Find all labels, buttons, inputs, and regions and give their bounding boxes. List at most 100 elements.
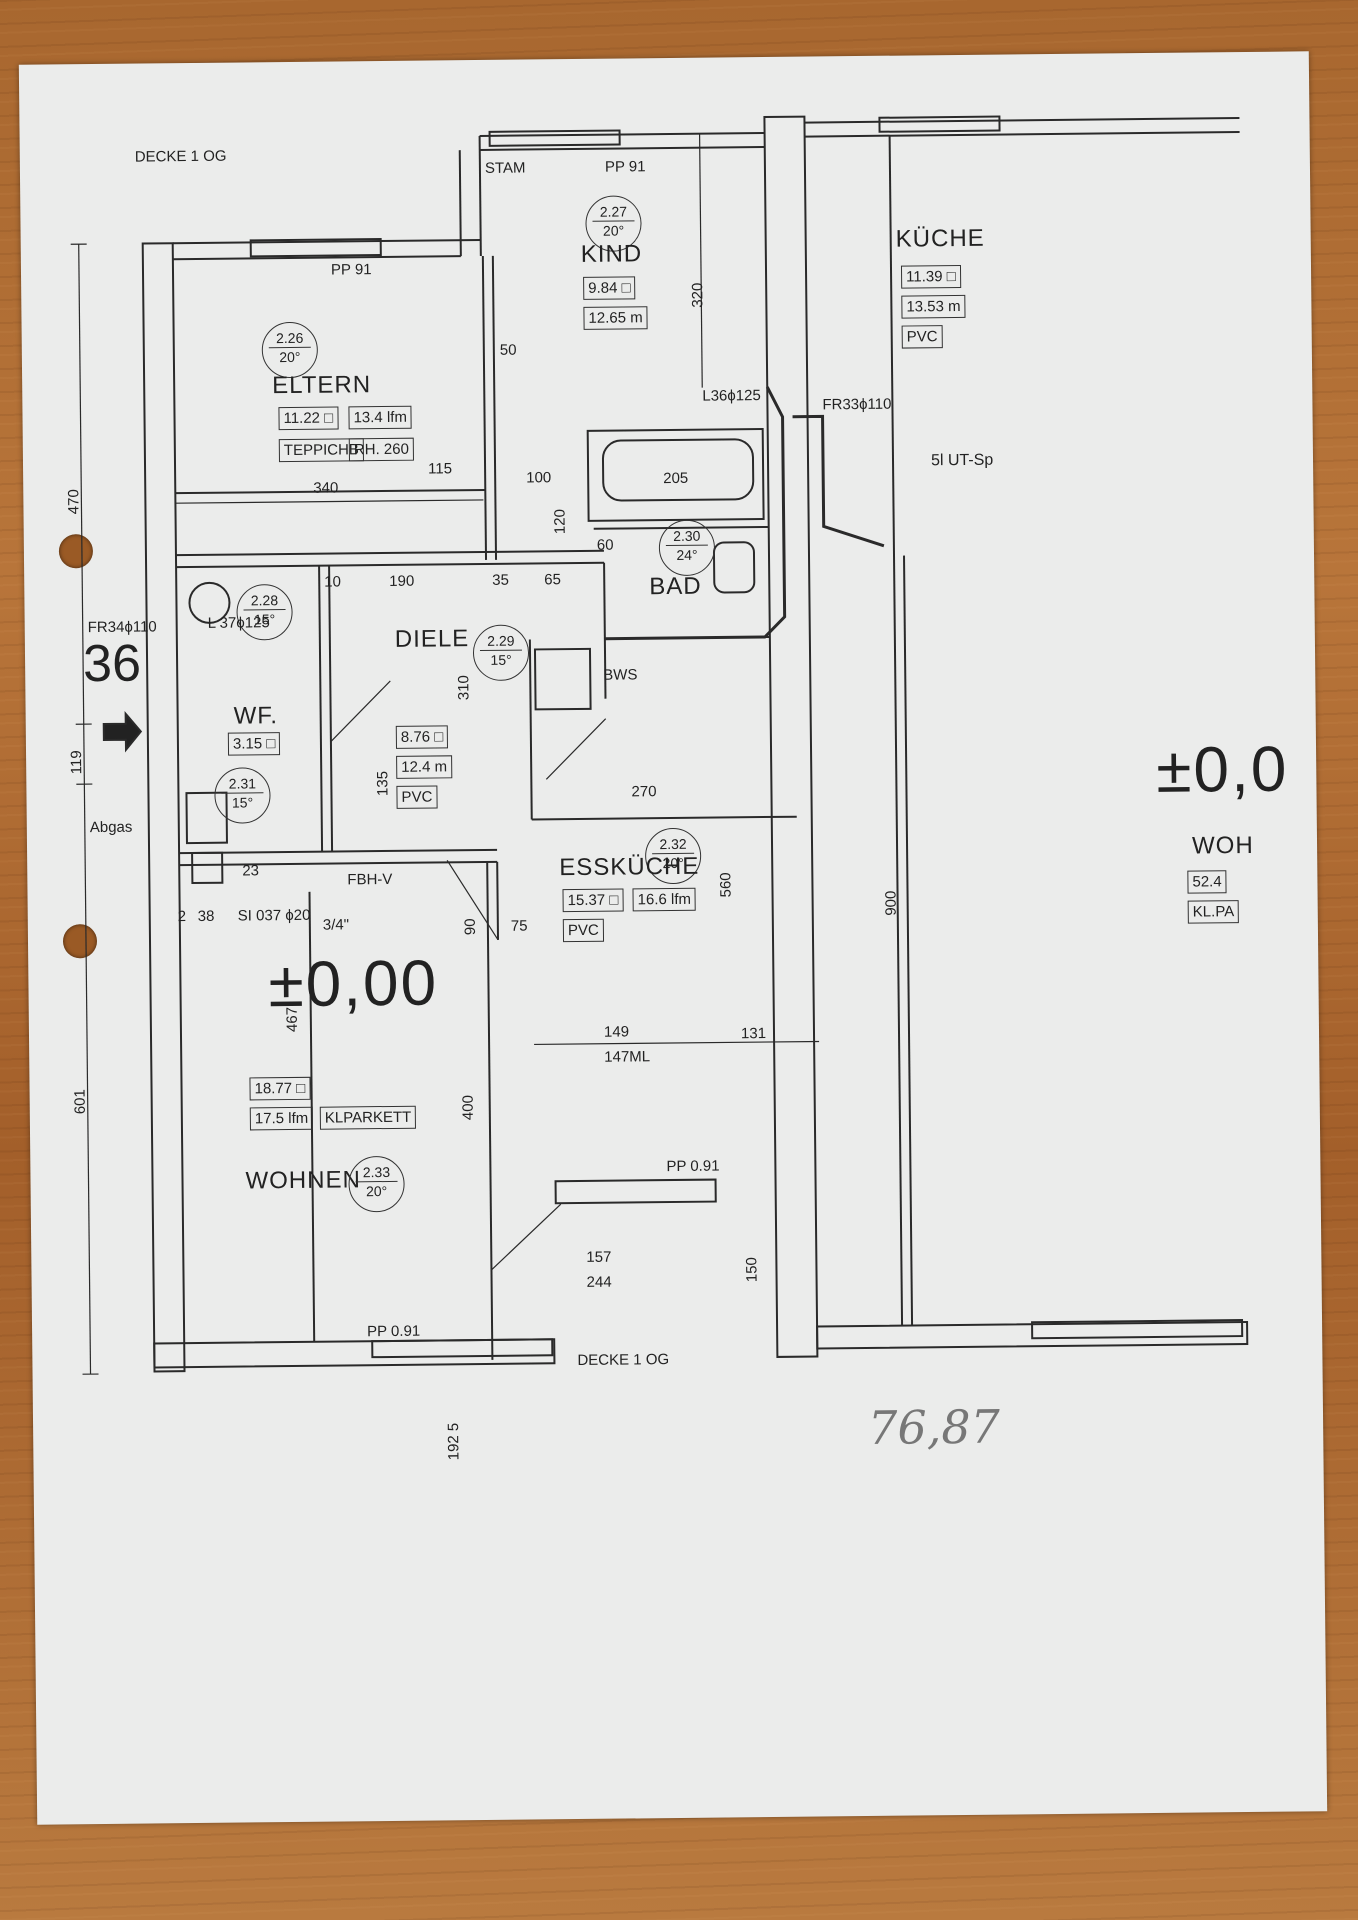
dim-157: 157 [586, 1248, 612, 1266]
dim-23: 23 [242, 862, 260, 880]
perimeter-esskueche: 16.6 lfm [632, 887, 697, 912]
window [1031, 1319, 1244, 1340]
dim-601: 601 [71, 1089, 89, 1115]
floor-esskueche: PVC [562, 918, 604, 943]
dim-149: 149 [603, 1023, 630, 1041]
perimeter-diele: 12.4 m [396, 755, 453, 779]
area-kueche: 11.39 □ [900, 264, 961, 289]
dim-35: 35 [492, 571, 510, 589]
room-name-diele: DIELE [394, 625, 470, 653]
height-eltern: RH. 260 [348, 437, 415, 462]
dim-115: 115 [427, 460, 453, 478]
floor-diele: PVC [396, 785, 438, 809]
room-name-wohnen-right: WOH [1191, 831, 1254, 860]
area-eltern: 11.22 □ [278, 406, 339, 431]
room-name-wohnen: WOHNEN [245, 1166, 361, 1195]
dim-38: 38 [197, 907, 215, 925]
room-name-kind: KIND [580, 240, 643, 268]
pp091-label-south: PP 0.91 [367, 1322, 421, 1341]
dim-340: 340 [313, 479, 339, 497]
decke-label-bottom: DECKE 1 OG [577, 1351, 670, 1370]
handwritten-total: 76,87 [867, 1399, 1001, 1455]
west-wall [141, 242, 186, 1373]
window [488, 129, 621, 147]
pp091-label: PP 0.91 [666, 1157, 720, 1176]
ml-label: ML [629, 1048, 651, 1066]
dim-147: 147 [604, 1048, 630, 1066]
stam-label: STAM [484, 159, 526, 177]
dim-90: 90 [461, 918, 479, 936]
decke-label-top: DECKE 1 OG [134, 147, 227, 166]
pp91-label-kind: PP 91 [604, 158, 646, 176]
area-wohnen-right: 52.4 [1187, 870, 1227, 894]
area-wohnen: 18.77 □ [249, 1076, 311, 1101]
l37-label: L 37ϕ125 [207, 614, 270, 632]
dim-150: 150 [743, 1257, 761, 1283]
pp91-label-eltern: PP 91 [330, 261, 372, 279]
dim-65: 65 [544, 571, 562, 589]
room-name-esskueche: ESSKÜCHE [559, 852, 700, 882]
room-name-wf: WF. [233, 702, 279, 730]
dim-60: 60 [596, 536, 614, 554]
dim-131: 131 [740, 1025, 767, 1043]
l36-label: L36ϕ125 [702, 387, 761, 405]
fr34-label: FR34ϕ110 [87, 618, 157, 637]
fbh-label: FBH-V [347, 870, 393, 889]
perimeter-eltern: 13.4 lfm [348, 405, 413, 430]
dim-50: 50 [499, 341, 517, 359]
window [371, 1338, 554, 1359]
dim-75: 75 [510, 917, 528, 935]
si037-label: SI 037 ϕ20 [237, 906, 311, 925]
floor-kueche: PVC [901, 325, 943, 349]
dim-119: 119 [68, 750, 86, 775]
dim-270: 270 [631, 783, 657, 801]
area-kind: 9.84 □ [583, 276, 636, 300]
dim-320: 320 [689, 282, 707, 308]
three-quarter-label: 3/4" [322, 916, 350, 934]
dim-192-5: 192 5 [445, 1422, 463, 1461]
ut-label: 5l UT-Sp [930, 451, 994, 470]
floor-wohnen: KLPARKETT [319, 1105, 417, 1130]
dim-470: 470 [65, 489, 83, 515]
dim-2: 2 [177, 908, 187, 926]
perimeter-kueche: 13.53 m [901, 294, 966, 319]
dim-244: 244 [586, 1273, 612, 1291]
area-esskueche: 15.37 □ [562, 888, 624, 913]
area-wf: 3.15 □ [227, 732, 281, 756]
level-marker-right: ±0,0 [1155, 732, 1289, 806]
dim-310: 310 [455, 675, 473, 701]
dim-190: 190 [389, 572, 415, 590]
dim-400: 400 [459, 1095, 477, 1121]
dim-560: 560 [717, 872, 735, 898]
floor-wohnen-right: KL.PA [1187, 900, 1240, 924]
dim-135: 135 [374, 770, 392, 797]
dim-10: 10 [324, 573, 342, 591]
room-name-eltern: ELTERN [272, 371, 372, 400]
perimeter-kind: 12.65 m [583, 306, 648, 330]
dim-100: 100 [526, 469, 552, 487]
dim-467: 467 [283, 1006, 301, 1033]
bws-label: BWS [603, 666, 638, 684]
central-wall [763, 115, 819, 1358]
dim-900: 900 [882, 890, 900, 916]
room-name-kueche: KÜCHE [895, 224, 985, 253]
abgas-label: Abgas [89, 818, 133, 837]
dim-120: 120 [551, 509, 569, 535]
window [554, 1178, 717, 1205]
south-wall-left [153, 1338, 556, 1369]
area-diele: 8.76 □ [395, 725, 449, 749]
room-name-bad: BAD [649, 572, 702, 601]
window [878, 115, 1001, 133]
perimeter-wohnen: 17.5 lfm [249, 1106, 314, 1131]
entrance-number: 36 [82, 634, 142, 694]
fr33-label: FR33ϕ110 [822, 395, 892, 414]
floor-plan-drawing [70, 115, 1249, 1375]
window [249, 238, 382, 258]
